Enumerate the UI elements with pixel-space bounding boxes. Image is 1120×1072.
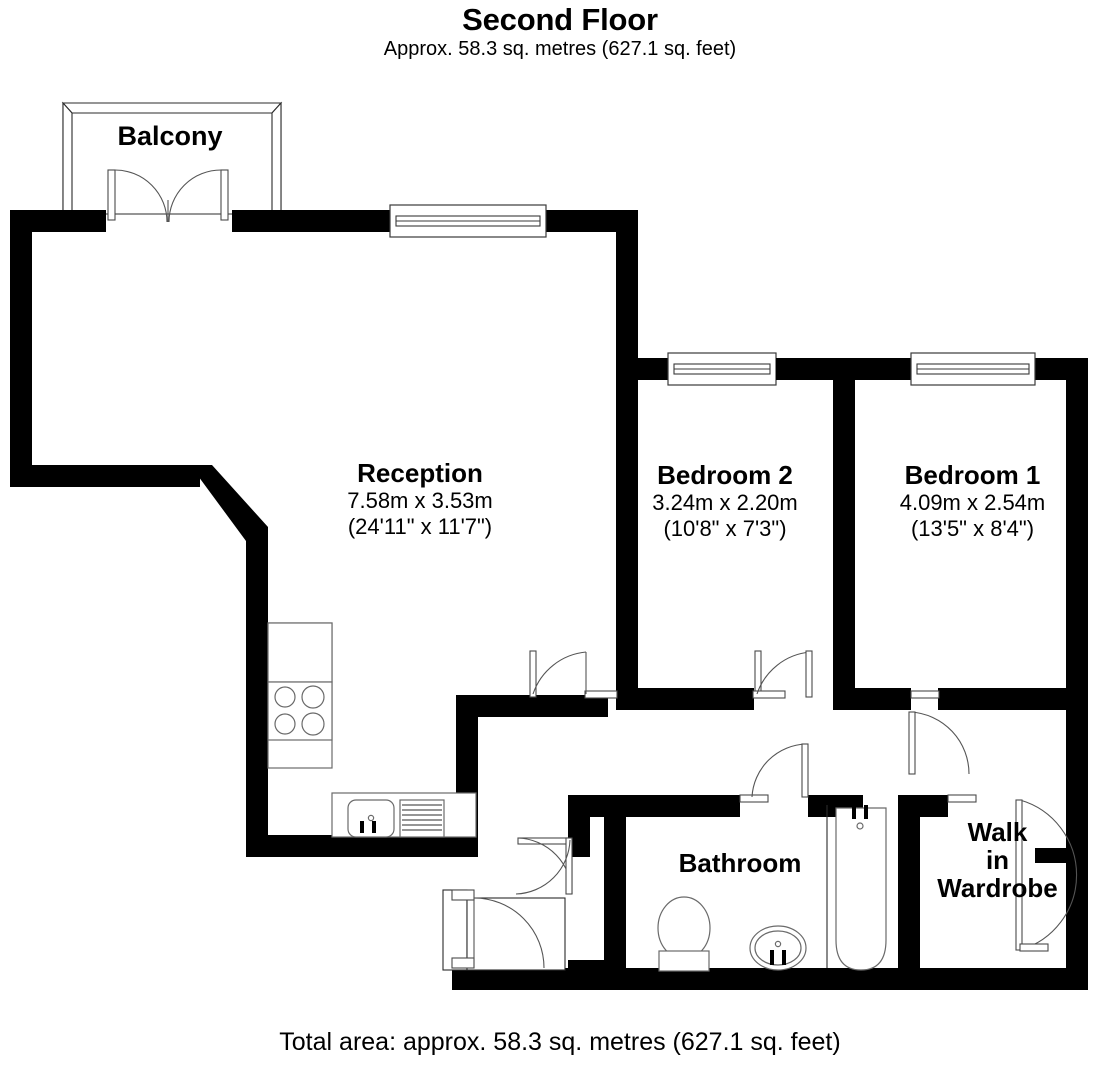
wall-left-outer [10, 210, 32, 465]
total-area-text: Total area: approx. 58.3 sq. metres (627… [279, 1028, 841, 1056]
wall-bathroom-top [625, 795, 740, 817]
reception-hall-door[interactable] [515, 837, 573, 895]
wardrobe-name-line3: Wardrobe [937, 873, 1058, 904]
wall-kitchen-bottom [246, 835, 476, 857]
wall-right-outer [1066, 358, 1088, 990]
bedroom2-dim-imperial: (10'8" x 7'3") [663, 515, 787, 541]
bedroom2-dim-metric: 3.24m x 2.20m [652, 490, 798, 516]
wall-diagonal [190, 465, 268, 541]
wardrobe-name-line1: Walk [967, 817, 1028, 847]
wall-entry-bottom-stub [568, 960, 608, 990]
storage-cupboard [442, 889, 566, 971]
reception-dim-imperial: (24'11" x 11'7") [347, 513, 493, 539]
bedroom2-name: Bedroom 2 [657, 460, 793, 490]
entrance-door[interactable] [451, 889, 545, 969]
wall-top-right [546, 210, 638, 232]
bathroom-hall-door[interactable] [739, 743, 809, 803]
toilet [657, 896, 711, 972]
wall-bedroom2-bottom [616, 688, 754, 710]
wall-wardrobe-top [898, 795, 948, 817]
wall-left-step [10, 465, 200, 487]
wardrobe-name-line2: in [985, 845, 1010, 876]
wall-top-left [10, 210, 106, 232]
wall-left-lower [246, 527, 268, 857]
kitchen-counter [267, 622, 333, 769]
wall-bathroom-left [604, 795, 626, 990]
draining-board [399, 799, 445, 838]
balcony-name: Balcony [117, 121, 223, 151]
bathroom-name: Bathroom [678, 848, 802, 878]
page-subtitle-area: Approx. 58.3 sq. metres (627.1 sq. feet) [383, 38, 737, 60]
wall-top-mid [232, 210, 390, 232]
bathtub [835, 805, 887, 971]
bedroom1-dim-imperial: (13'5" x 8'4") [910, 515, 1035, 541]
wardrobe-entry-door[interactable] [908, 690, 970, 775]
page-title: Second Floor [462, 2, 658, 37]
balcony-outline [61, 101, 283, 215]
wall-reception-right [616, 210, 638, 370]
wardrobe-door[interactable] [947, 794, 1078, 952]
bedroom1-window [910, 352, 1036, 386]
bedroom1-dim-metric: 4.09m x 2.54m [899, 490, 1046, 516]
bedroom2-window [667, 352, 777, 386]
wash-basin [749, 925, 807, 971]
reception-dim-metric: 7.58m x 3.53m [347, 488, 493, 514]
bedroom1-door[interactable] [752, 650, 813, 699]
wall-bedroom-divider [833, 358, 855, 710]
kitchen-sink [347, 799, 395, 838]
wall-bedroom2-left [616, 358, 638, 710]
room-label-wardrobe: Walk in Wardrobe [905, 818, 1090, 902]
wall-wardrobe-inner-stub2 [1035, 848, 1050, 863]
wall-bottom-outer [452, 968, 1088, 990]
wall-hall-stub [568, 795, 590, 857]
bedroom1-name: Bedroom 1 [904, 460, 1041, 490]
wall-reception-bottom [456, 695, 608, 717]
reception-window [389, 204, 547, 238]
hob-four-ring [267, 681, 333, 741]
reception-name: Reception [357, 458, 483, 488]
room-label-bedroom2: Bedroom 2 3.24m x 2.20m (10'8" x 7'3") [620, 460, 830, 541]
balcony-french-doors[interactable] [107, 169, 229, 223]
room-label-bathroom: Bathroom [620, 848, 860, 878]
wall-wardrobe-left [898, 795, 920, 980]
room-label-balcony: Balcony [60, 121, 280, 152]
bedroom2-door[interactable] [529, 650, 618, 699]
wall-bedroom1-bottom-right [938, 688, 1066, 710]
room-label-bedroom1: Bedroom 1 4.09m x 2.54m (13'5" x 8'4") [865, 460, 1080, 541]
room-label-reception: Reception 7.58m x 3.53m (24'11" x 11'7") [255, 458, 585, 539]
wall-bedroom1-bottom [833, 688, 911, 710]
